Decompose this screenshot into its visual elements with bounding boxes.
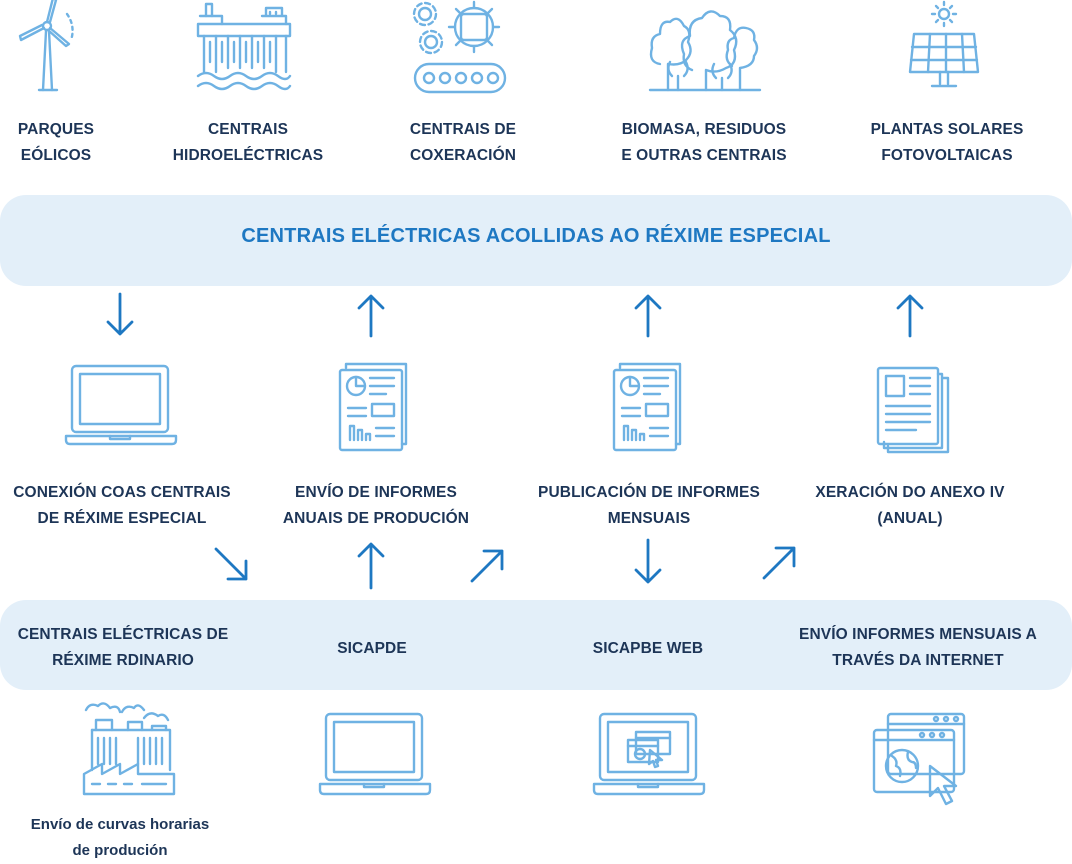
step-label-annex-iv: XERACIÓN DO ANEXO IV(ANUAL) [815, 484, 1005, 527]
laptop-icon [318, 712, 432, 796]
report-document-icon [612, 362, 682, 452]
stacked-papers-icon [876, 366, 950, 454]
arrow-down-icon [634, 538, 662, 584]
arrow-down-icon [106, 292, 134, 336]
bottom-band [0, 600, 1072, 690]
report-document-icon [338, 362, 408, 452]
arrow-diagonal-down-right-icon [214, 547, 248, 581]
wind-turbine-icon [18, 0, 74, 92]
solar-panel-icon [908, 0, 980, 88]
arrow-diagonal-up-right-icon [470, 549, 504, 583]
band-item-sicapbe-web: SICAPBE WEB [592, 640, 704, 657]
arrow-diagonal-up-right-icon [762, 546, 796, 580]
hydro-dam-icon [196, 2, 292, 91]
top-band-title: CENTRAIS ELÉCTRICAS ACOLLIDAS AO RÉXIME … [241, 225, 831, 247]
laptop-web-icon [592, 712, 706, 796]
top-band: CENTRAIS ELÉCTRICAS ACOLLIDAS AO RÉXIME … [0, 195, 1072, 286]
factory-icon [82, 702, 176, 796]
arrow-up-icon [357, 294, 385, 338]
arrow-up-icon [634, 294, 662, 338]
arrow-up-icon [357, 542, 385, 590]
band-item-sicapde: SICAPDE [337, 640, 407, 657]
laptop-icon [64, 364, 178, 446]
arrow-up-icon [896, 294, 924, 338]
gears-conveyor-icon [412, 0, 507, 94]
trees-icon [648, 10, 762, 92]
browser-globe-cursor-icon [872, 712, 966, 806]
